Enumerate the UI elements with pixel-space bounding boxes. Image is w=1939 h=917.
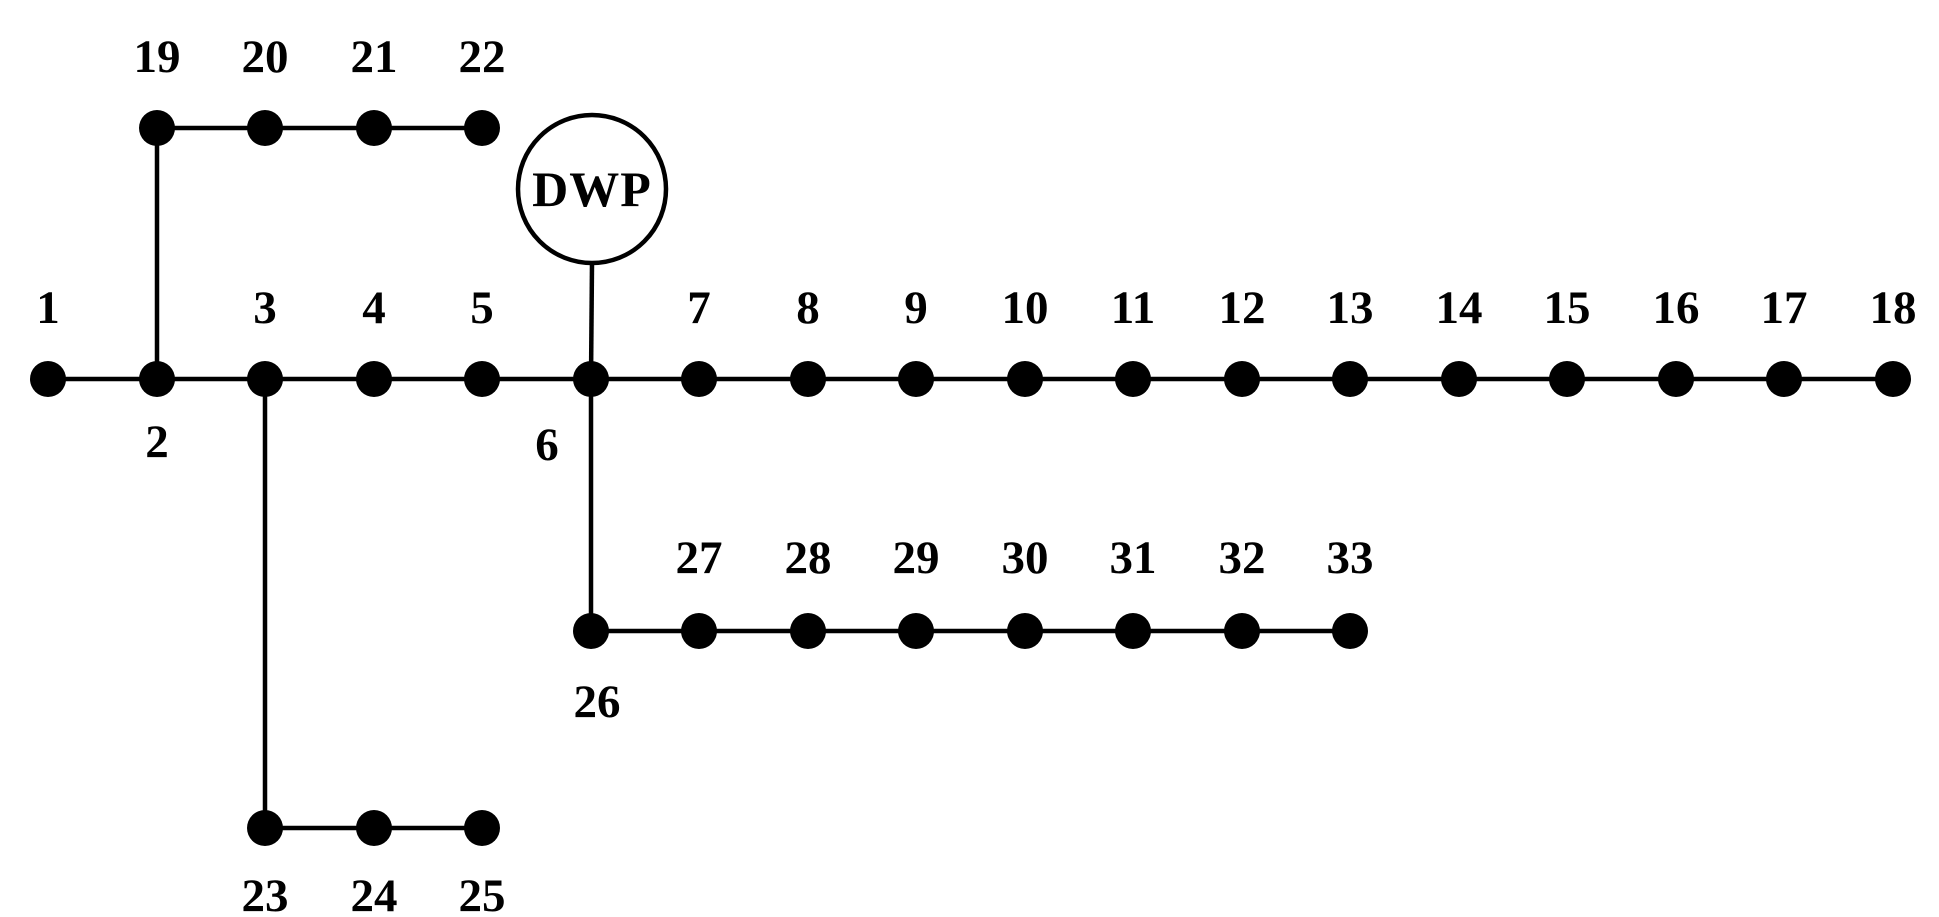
bus-label-18: 18 [1870, 282, 1917, 334]
bus-label-1: 1 [36, 282, 60, 334]
bus-node-4 [356, 361, 392, 397]
bus-label-19: 19 [134, 31, 181, 83]
bus-label-7: 7 [687, 282, 711, 334]
bus-node-18 [1875, 361, 1911, 397]
bus-label-24: 24 [351, 870, 398, 917]
bus-label-29: 29 [893, 532, 940, 584]
bus-node-6 [573, 361, 609, 397]
bus-node-11 [1115, 361, 1151, 397]
bus-node-2 [139, 361, 175, 397]
bus-node-31 [1115, 613, 1151, 649]
bus-label-10: 10 [1002, 282, 1049, 334]
bus-node-30 [1007, 613, 1043, 649]
bus-node-8 [790, 361, 826, 397]
bus-label-21: 21 [351, 31, 398, 83]
bus-node-16 [1658, 361, 1694, 397]
bus-node-7 [681, 361, 717, 397]
dwp-source-label: DWP [532, 161, 652, 217]
bus-node-19 [139, 110, 175, 146]
bus-label-16: 16 [1653, 282, 1700, 334]
bus-node-3 [247, 361, 283, 397]
bus-node-28 [790, 613, 826, 649]
bus-label-26: 26 [574, 676, 621, 728]
bus-node-25 [464, 810, 500, 846]
bus-label-33: 33 [1327, 532, 1374, 584]
bus-node-12 [1224, 361, 1260, 397]
bus-node-27 [681, 613, 717, 649]
bus-node-13 [1332, 361, 1368, 397]
bus-label-4: 4 [362, 282, 386, 334]
bus-label-23: 23 [242, 870, 289, 917]
bus-node-14 [1441, 361, 1477, 397]
bus-node-9 [898, 361, 934, 397]
bus-node-1 [30, 361, 66, 397]
bus-node-23 [247, 810, 283, 846]
bus-label-27: 27 [676, 532, 723, 584]
edge-source-6 [588, 262, 595, 380]
bus-node-29 [898, 613, 934, 649]
bus-label-2: 2 [145, 416, 169, 468]
bus-node-17 [1766, 361, 1802, 397]
bus-label-25: 25 [459, 870, 506, 917]
bus-label-8: 8 [796, 282, 820, 334]
bus-label-3: 3 [253, 282, 277, 334]
bus-label-6: 6 [535, 419, 559, 471]
bus-label-32: 32 [1219, 532, 1266, 584]
bus-label-9: 9 [904, 282, 928, 334]
dwp-source-circle [515, 112, 669, 266]
bus-node-15 [1549, 361, 1585, 397]
bus-label-5: 5 [470, 282, 494, 334]
bus-node-32 [1224, 613, 1260, 649]
bus-node-33 [1332, 613, 1368, 649]
bus-node-24 [356, 810, 392, 846]
bus-label-31: 31 [1110, 532, 1157, 584]
bus-label-13: 13 [1327, 282, 1374, 334]
bus-label-14: 14 [1436, 282, 1483, 334]
bus-label-20: 20 [242, 31, 289, 83]
bus-label-15: 15 [1544, 282, 1591, 334]
bus-label-11: 11 [1111, 282, 1155, 334]
bus-node-26 [573, 613, 609, 649]
bus-label-17: 17 [1761, 282, 1808, 334]
bus-label-22: 22 [459, 31, 506, 83]
bus-label-30: 30 [1002, 532, 1049, 584]
bus-label-12: 12 [1219, 282, 1266, 334]
bus-node-21 [356, 110, 392, 146]
bus-node-5 [464, 361, 500, 397]
bus-label-28: 28 [785, 532, 832, 584]
bus-node-10 [1007, 361, 1043, 397]
bus-node-22 [464, 110, 500, 146]
bus-node-20 [247, 110, 283, 146]
